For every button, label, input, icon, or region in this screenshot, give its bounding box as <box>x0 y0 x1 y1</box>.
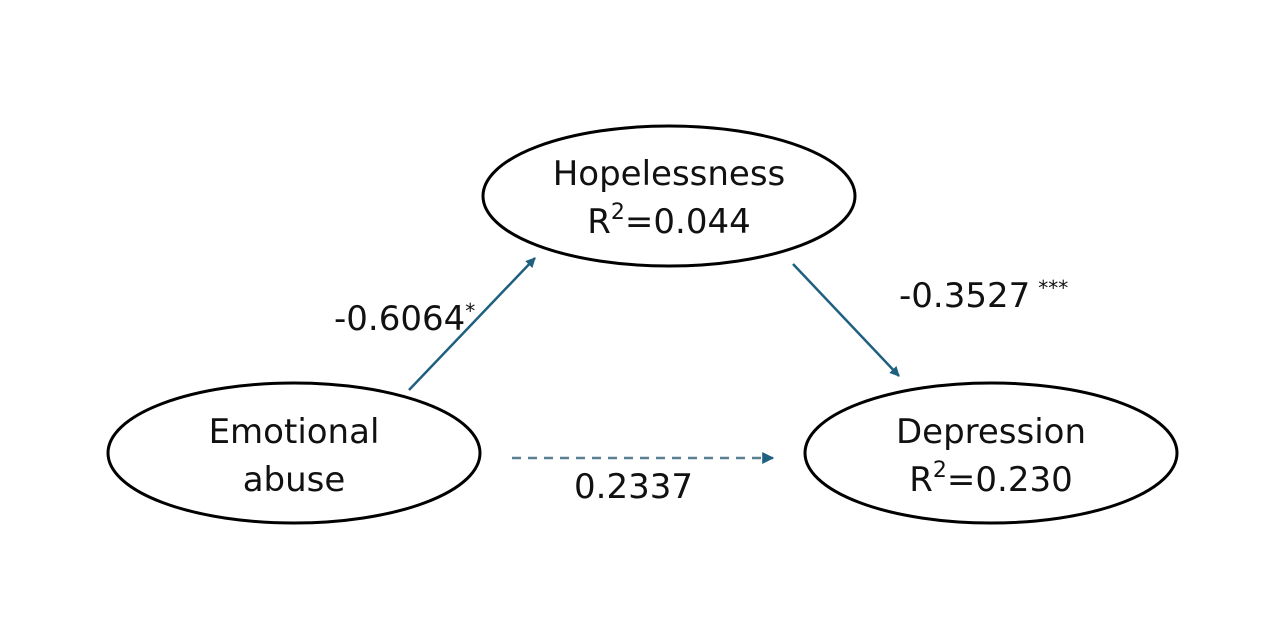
emotional-abuse-label-line1: Emotional <box>209 412 380 452</box>
depression-label: Depression <box>896 412 1086 452</box>
edge-a-path: -0.6064* <box>334 257 536 391</box>
c-path-coefficient: 0.2337 <box>574 467 693 507</box>
arrow-hopelessness-to-depression <box>792 263 900 377</box>
edge-c-path: 0.2337 <box>512 452 775 507</box>
depression-r2: R2=0.230 <box>909 458 1072 500</box>
edge-b-path: -0.3527*** <box>792 263 1068 377</box>
hopelessness-ellipse <box>481 124 857 268</box>
node-hopelessness: Hopelessness R2=0.044 <box>481 124 857 268</box>
b-path-coefficient: -0.3527*** <box>899 276 1068 316</box>
node-emotional-abuse: Emotional abuse <box>106 381 482 525</box>
hopelessness-r2: R2=0.044 <box>587 200 750 242</box>
emotional-abuse-ellipse <box>106 381 482 525</box>
depression-ellipse <box>803 381 1179 525</box>
arrow-abuse-to-hopelessness <box>408 257 536 391</box>
a-path-coefficient: -0.6064* <box>334 299 475 339</box>
emotional-abuse-label-line2: abuse <box>243 460 346 500</box>
hopelessness-label: Hopelessness <box>553 154 786 194</box>
node-depression: Depression R2=0.230 <box>803 381 1179 525</box>
